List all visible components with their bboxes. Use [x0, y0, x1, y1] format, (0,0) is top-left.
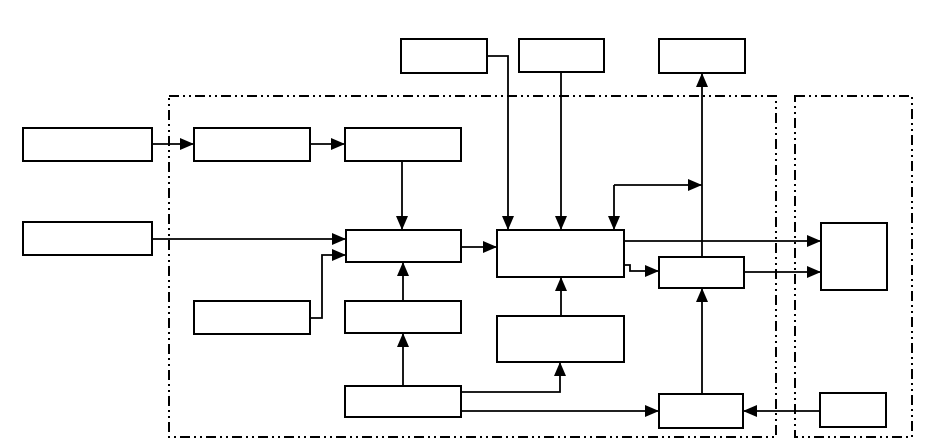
connector-large-to-right-upper-arrowhead-icon [645, 265, 659, 277]
connector-right-upper-up-to-top3-arrowhead-icon [696, 73, 708, 87]
block-outer-top-2 [518, 38, 605, 73]
block-center-lower [496, 315, 625, 363]
block-outer-top-1 [400, 38, 488, 74]
block-center-mid [344, 300, 462, 334]
connector-bottom-to-right-lower-arrowhead-icon [645, 405, 659, 417]
connector-branch-to-riser-arrowhead-icon [688, 179, 702, 191]
connector-top1-down-to-large-arrowhead-icon [502, 216, 514, 230]
boundary-right-subsystem [794, 95, 913, 438]
block-center-bottom [344, 385, 462, 418]
block-center-junction [345, 229, 462, 263]
connector-far-right-bottom-to-right-lower-arrowhead-icon [743, 405, 757, 417]
block-outer-left-mid [22, 221, 153, 256]
block-inner-left-lower [193, 300, 311, 335]
block-inner-row1-right [344, 127, 462, 162]
block-outer-left-top [22, 127, 153, 162]
block-right-upper [658, 256, 745, 289]
boundary-main-system [168, 95, 777, 438]
connector-row1-left-to-row1-right-arrowhead-icon [331, 138, 345, 150]
connector-top1-down-to-large [487, 55, 509, 230]
connector-lower-up-to-large-arrowhead-icon [555, 277, 567, 291]
connector-large-to-right-upper [624, 264, 659, 272]
connector-bottom-up-to-lower-arrowhead-icon [554, 362, 566, 376]
connector-left-top-to-row1-left-arrowhead-icon [180, 138, 194, 150]
connector-left-lower-to-junction [310, 254, 346, 319]
connector-junction-to-large-arrowhead-icon [483, 241, 497, 253]
connector-center-mid-up-to-junction-arrowhead-icon [397, 262, 409, 276]
block-outer-top-3 [658, 38, 746, 74]
block-inner-row1-left [193, 127, 311, 162]
connector-top2-down-to-large-arrowhead-icon [555, 216, 567, 230]
connector-center-bottom-up-to-mid-arrowhead-icon [397, 333, 409, 347]
connector-right-upper-to-far-right-arrowhead-icon [807, 266, 821, 278]
connector-bottom-up-to-lower [461, 362, 561, 393]
connector-left-mid-to-junction-arrowhead-icon [332, 233, 346, 245]
block-right-lower [658, 393, 744, 429]
block-far-right-bottom [819, 392, 887, 428]
block-far-right-top [820, 222, 888, 291]
connector-large-to-far-right-top-arrowhead-icon [807, 235, 821, 247]
connector-right-lower-up-to-upper-arrowhead-icon [696, 288, 708, 302]
block-center-large [496, 229, 625, 278]
connector-row1-right-down-to-junction-arrowhead-icon [396, 216, 408, 230]
connector-branch-down-to-large-arrowhead-icon [608, 216, 620, 230]
connector-left-lower-to-junction-arrowhead-icon [332, 249, 346, 261]
